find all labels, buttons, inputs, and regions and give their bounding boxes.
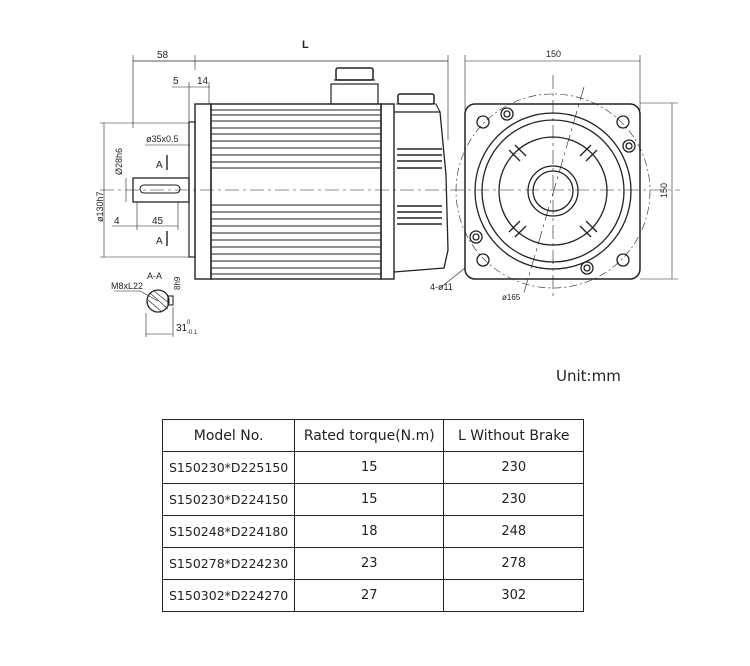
dim-5: 5 [173,76,179,87]
dim-flange-relief: ø35x0.5 [146,134,179,144]
cell-length: 278 [443,547,585,580]
table-row: S150248*D224180 18 248 [161,515,585,548]
spec-table: Model No. Rated torque(N.m) L Without Br… [161,419,585,612]
dim-shaft-length: 58 [157,50,169,61]
cell-model: S150230*D224150 [161,483,296,516]
dim-key-tol-upper: 0 [187,320,191,326]
front-view [439,55,678,300]
cell-model: S150248*D224180 [161,515,296,548]
cell-torque: 27 [294,579,445,612]
dim-L: L [302,39,309,51]
table-row: S150278*D224230 23 278 [161,547,585,580]
dim-holes: 4-ø11 [430,282,453,292]
flange-ribs [508,144,598,238]
cell-model: S150230*D225150 [161,451,296,484]
unit-label: Unit:mm [556,367,621,385]
dim-front-height: 150 [659,183,669,198]
cell-length: 230 [443,483,585,516]
cell-length: 302 [443,579,585,612]
dim-spigot-diameter: ø130h7 [95,191,105,222]
table-row: S150230*D225150 15 230 [161,451,585,484]
section-marker-bottom: A [156,236,163,247]
dim-4: 4 [114,216,120,227]
encoder-vents [397,148,442,225]
cell-model: S150302*D224270 [161,579,296,612]
cell-torque: 18 [294,515,445,548]
header-torque: Rated torque(N.m) [294,419,445,452]
cell-torque: 23 [294,547,445,580]
section-view-a-a [114,289,174,337]
cell-torque: 15 [294,451,445,484]
table-row: S150302*D224270 27 302 [161,579,585,612]
dim-pcd: ø165 [502,293,521,302]
motor-dimension-drawing: L 58 5 14 ø35x0.5 Ø28h6 ø130h7 4 45 A A … [95,39,680,337]
side-view [100,55,680,280]
section-marker-top: A [156,160,163,171]
cell-length: 230 [443,451,585,484]
cooling-fins [211,109,381,275]
mounting-holes [469,107,636,275]
dim-key-width: 8h9 [173,276,182,290]
dim-thread: M8xL22 [111,281,143,291]
table-row: S150230*D224150 15 230 [161,483,585,516]
dim-key-length: 45 [152,216,164,227]
cell-torque: 15 [294,483,445,516]
dim-front-width: 150 [546,49,561,59]
header-length: L Without Brake [443,419,585,452]
dim-key-height: 31 [176,323,188,334]
dim-shaft-diameter: Ø28h6 [114,148,124,175]
cell-model: S150278*D224230 [161,547,296,580]
header-model: Model No. [161,419,296,452]
table-header-row: Model No. Rated torque(N.m) L Without Br… [161,419,585,452]
cell-length: 248 [443,515,585,548]
section-title: A-A [147,271,162,281]
dim-key-tol-lower: -0.1 [187,330,198,336]
dim-14: 14 [197,76,209,87]
